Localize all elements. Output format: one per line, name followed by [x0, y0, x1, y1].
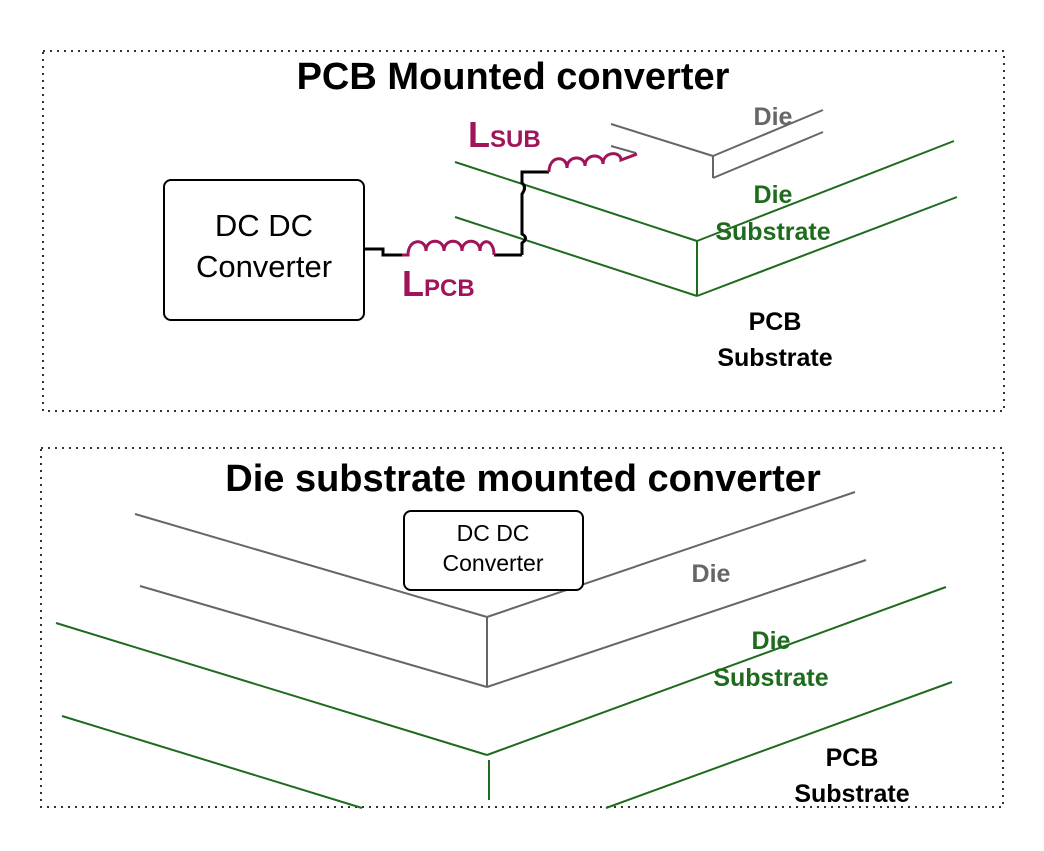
- bottom-panel-frame: [40, 447, 1004, 808]
- lsub-label-sub: SUB: [490, 126, 541, 153]
- bottom-die-layer: [134, 491, 867, 688]
- lsub-inductor-coil: [547, 152, 638, 173]
- top-converter-line2: Converter: [196, 249, 332, 284]
- top-die-substrate-layer: [454, 140, 958, 297]
- lsub-label-main: L: [468, 114, 490, 155]
- lpcb-inductor-coil: [402, 239, 496, 257]
- bottom-panel-title: Die substrate mounted converter: [225, 458, 821, 500]
- top-die-substrate-label-line2: Substrate: [715, 218, 830, 246]
- top-pcb-substrate-label-line1: PCB: [749, 308, 802, 336]
- wire-converter-to-lpcb: [364, 247, 402, 257]
- top-panel-frame: [42, 50, 1005, 412]
- top-wires: [364, 170, 549, 257]
- bottom-die-substrate-label-line2: Substrate: [713, 664, 828, 692]
- lpcb-label-sub: PCB: [424, 275, 475, 302]
- top-panel: PCB Mounted converter DC DC Converter: [42, 50, 1005, 412]
- lsub-label: LSUB: [468, 114, 541, 155]
- top-dc-dc-converter-box: DC DC Converter: [163, 179, 365, 321]
- bottom-die-substrate-label-line1: Die: [752, 627, 791, 655]
- top-die-substrate-label-line1: Die: [754, 181, 793, 209]
- bottom-pcb-substrate-label-line1: PCB: [826, 744, 879, 772]
- bottom-die-substrate-layer: [55, 586, 953, 809]
- bottom-die-label: Die: [692, 560, 731, 588]
- lpcb-label-main: L: [402, 263, 424, 304]
- bottom-pcb-substrate-label-line2: Substrate: [794, 780, 909, 808]
- top-converter-line1: DC DC: [215, 208, 313, 243]
- top-die-layer: [610, 109, 824, 179]
- top-pcb-substrate-label-line2: Substrate: [717, 344, 832, 372]
- bottom-dc-dc-converter-box: DC DC Converter: [403, 510, 584, 591]
- lpcb-label: LPCB: [402, 263, 475, 304]
- top-panel-title: PCB Mounted converter: [297, 56, 730, 98]
- wire-riser: [520, 170, 549, 255]
- bottom-converter-line2: Converter: [443, 550, 544, 576]
- bottom-panel: Die substrate mounted converter DC DC Co…: [40, 447, 1004, 809]
- bottom-converter-line1: DC DC: [457, 520, 530, 546]
- top-die-label: Die: [754, 103, 793, 131]
